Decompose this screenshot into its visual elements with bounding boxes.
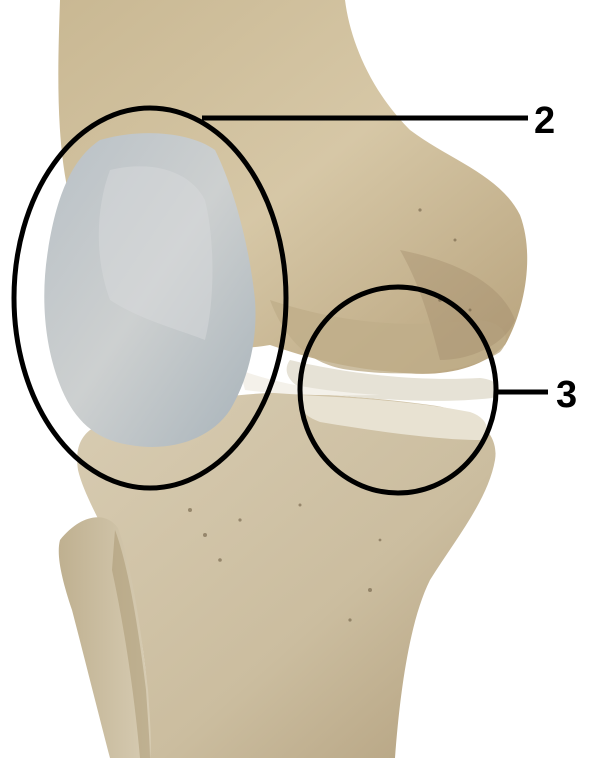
label-3: 3 (556, 374, 577, 416)
label-2: 2 (534, 100, 555, 142)
